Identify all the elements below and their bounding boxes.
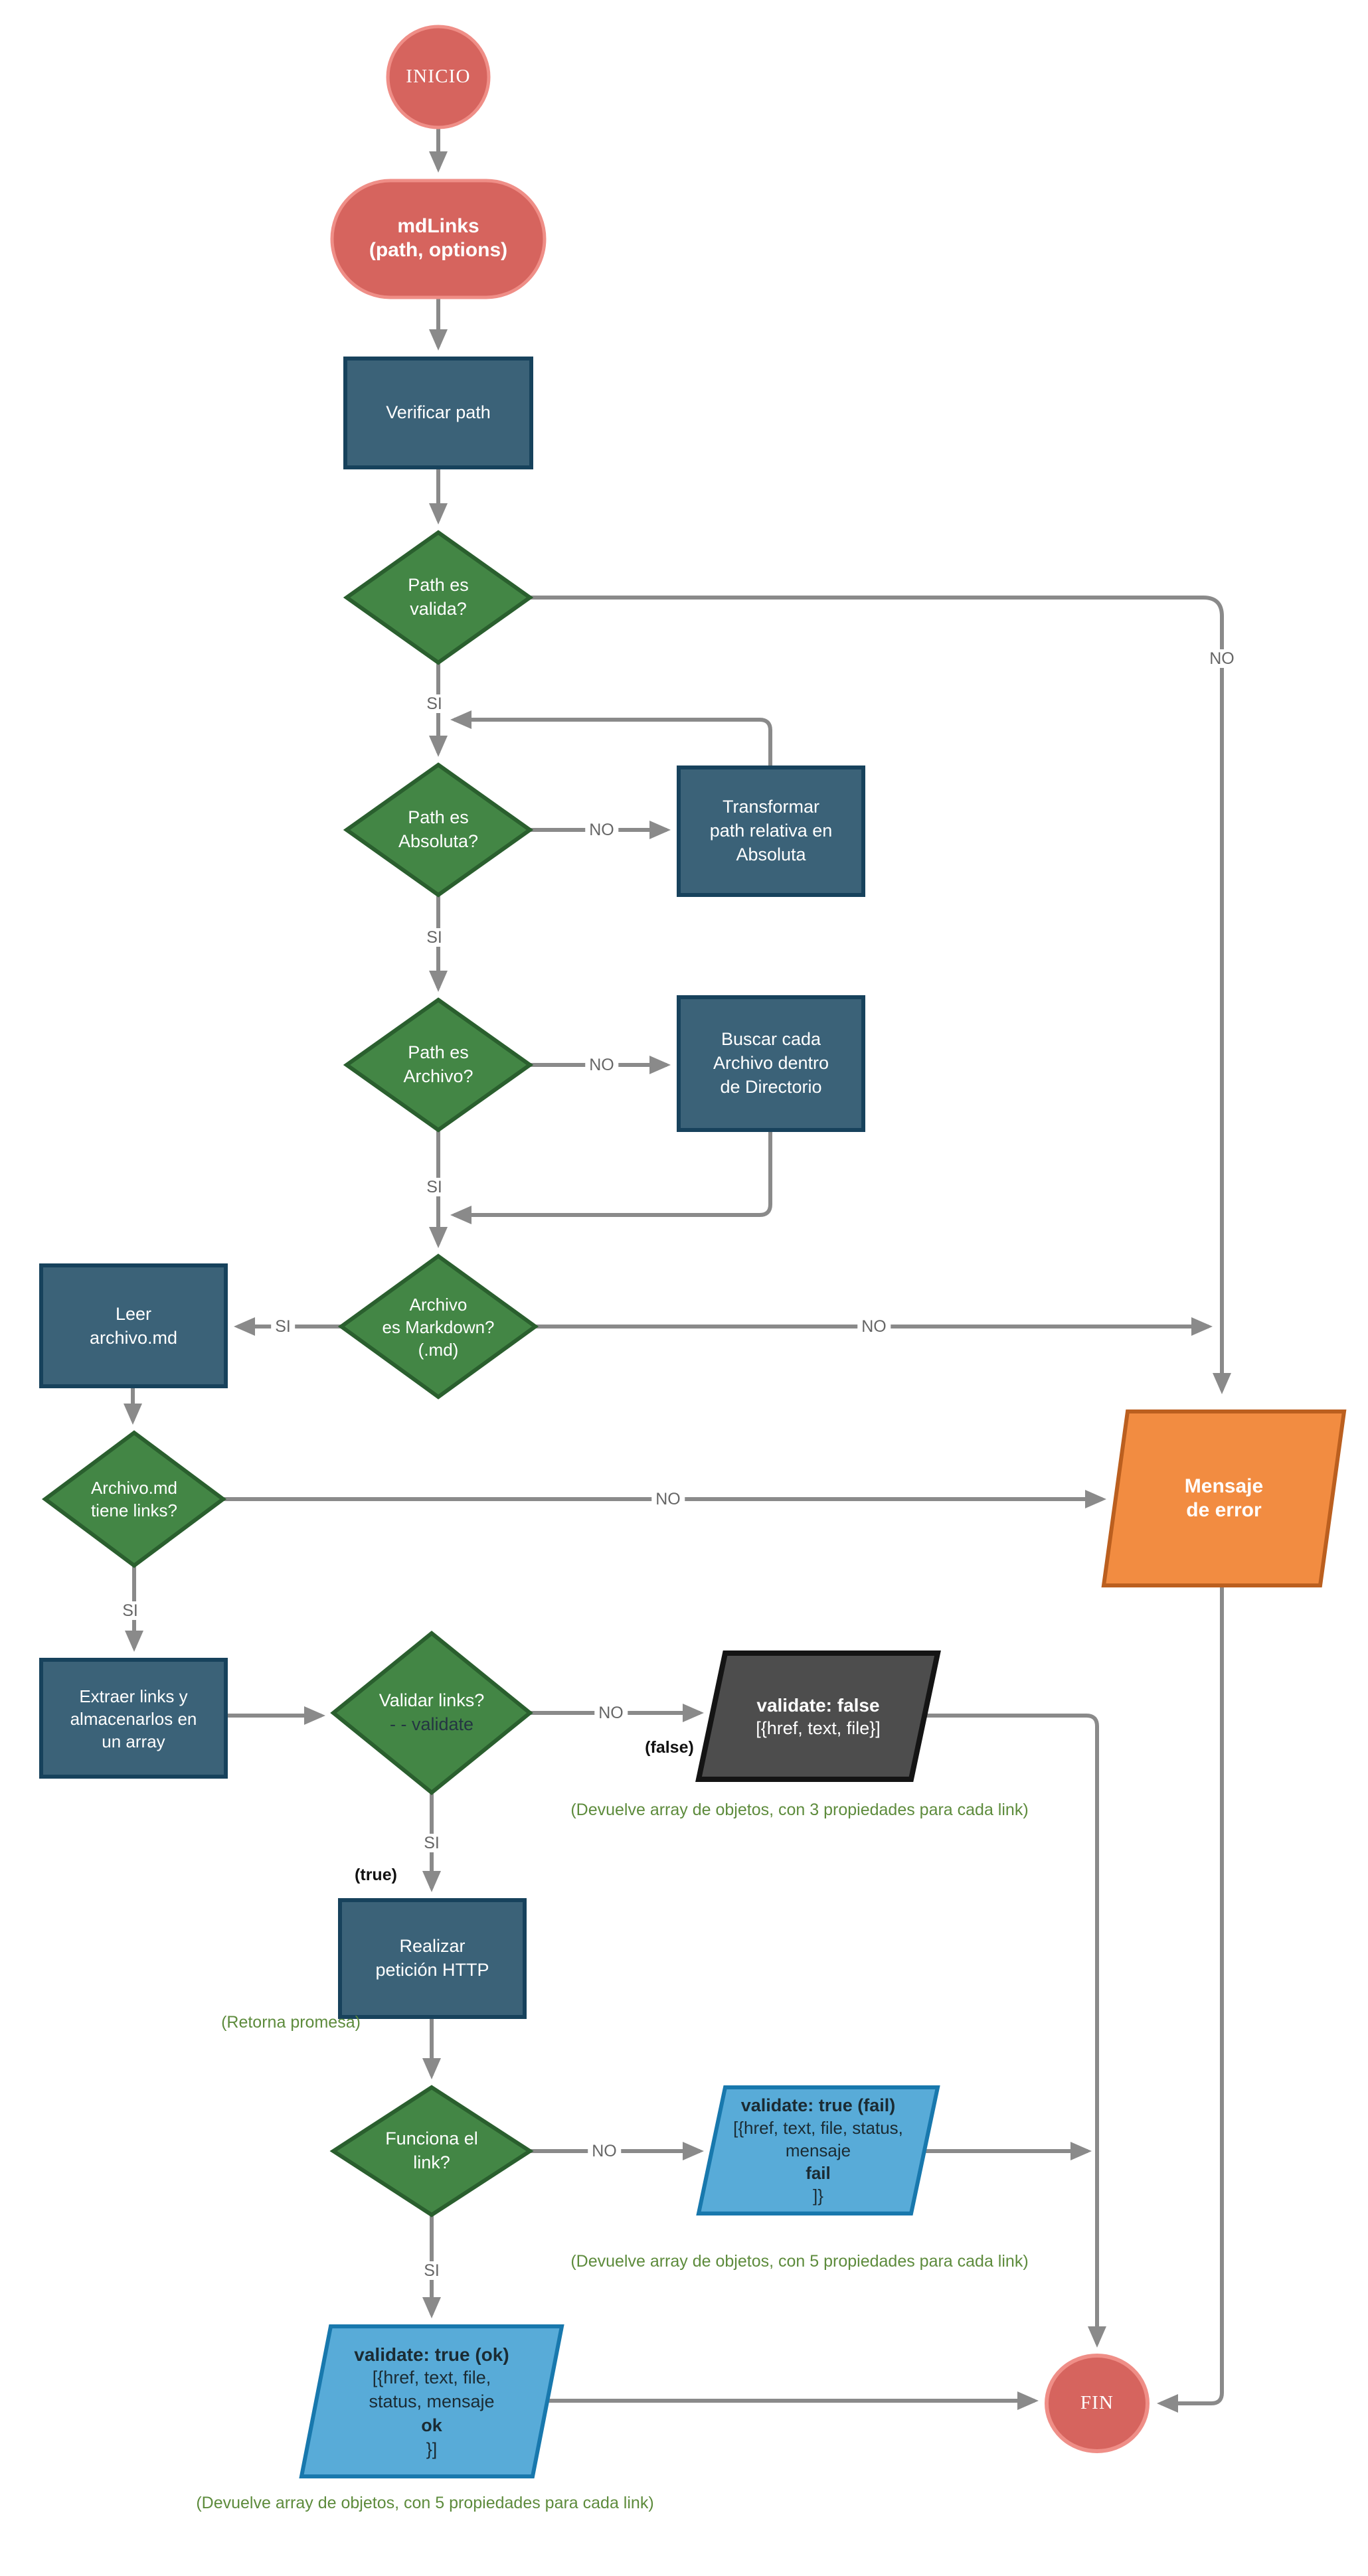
edge-label-no-absoluta: NO <box>585 821 618 839</box>
validar-diamond <box>330 1631 533 1795</box>
edge-label-si-funciona: SI <box>420 2261 444 2280</box>
note-false: (false) <box>645 1738 694 1757</box>
caption-validate-fail: (Devuelve array de objetos, con 5 propie… <box>570 2252 1029 2271</box>
extraer-box <box>39 1658 228 1779</box>
transformar-box <box>677 765 865 897</box>
edge-dvalida-no-errorline <box>530 596 1231 1394</box>
funciona-diamond <box>329 2085 534 2217</box>
absoluta-diamond <box>343 762 534 898</box>
edge-label-si-valida: SI <box>422 694 446 713</box>
buscar-box <box>677 995 865 1132</box>
edge-label-si-tienelinks: SI <box>118 1601 142 1620</box>
end-circle <box>1045 2354 1150 2453</box>
edge-label-si-validar: SI <box>420 1834 444 1852</box>
edge-label-no-tienelinks: NO <box>651 1490 685 1508</box>
markdown-diamond <box>337 1253 539 1400</box>
note-true: (true) <box>355 1866 397 1884</box>
edge-label-no-markdown: NO <box>857 1317 891 1336</box>
validate-ok-parallelogram <box>299 2324 564 2478</box>
edge-pfalse-mergeline-fin <box>924 1714 1106 2348</box>
mdlinks-pill <box>330 179 547 299</box>
edge-label-si-absoluta: SI <box>422 928 446 947</box>
caption-validate-false: (Devuelve array de objetos, con 3 propie… <box>570 1801 1029 1819</box>
validate-fail-parallelogram <box>696 2085 940 2215</box>
realizar-box <box>338 1898 527 2019</box>
caption-retorna-promesa: (Retorna promesa) <box>221 2013 361 2032</box>
edge-transformar-loopback <box>450 710 772 767</box>
edge-buscar-return <box>450 1130 772 1224</box>
edge-mensaje-fin <box>1157 1585 1224 2413</box>
leer-box <box>39 1263 228 1388</box>
edge-label-no-funciona: NO <box>588 2142 621 2160</box>
mensaje-parallelogram <box>1101 1409 1347 1587</box>
valida-diamond <box>343 530 534 665</box>
edge-label-no-valida: NO <box>1205 649 1239 668</box>
validate-false-parallelogram <box>695 1650 941 1782</box>
archivo-diamond <box>343 997 534 1133</box>
verificar-box <box>343 357 533 469</box>
edge-label-si-markdown: SI <box>271 1317 295 1336</box>
start-circle <box>386 25 491 129</box>
caption-validate-ok: (Devuelve array de objetos, con 5 propie… <box>196 2494 654 2512</box>
edge-label-si-archivo: SI <box>422 1178 446 1196</box>
edge-label-no-validar: NO <box>594 1704 628 1722</box>
tienelinks-diamond <box>41 1430 227 1568</box>
edge-label-no-archivo: NO <box>585 1056 618 1074</box>
